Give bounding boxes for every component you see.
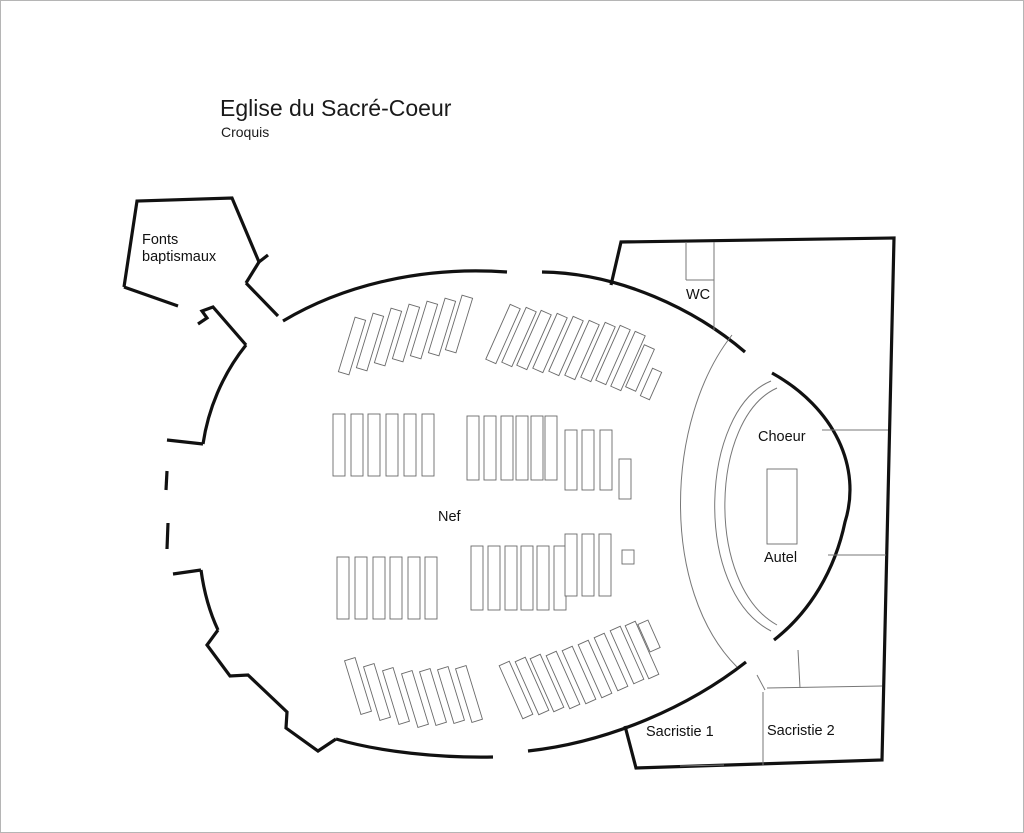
pew bbox=[407, 556, 421, 620]
pew bbox=[367, 413, 381, 477]
pew bbox=[530, 415, 544, 481]
annex-walls bbox=[609, 236, 896, 770]
pew bbox=[581, 533, 595, 597]
pew bbox=[337, 316, 367, 376]
pew bbox=[343, 657, 373, 715]
pew bbox=[500, 415, 514, 481]
pew bbox=[403, 413, 417, 477]
pew bbox=[618, 458, 632, 500]
pew bbox=[485, 303, 521, 365]
pew bbox=[454, 665, 484, 723]
pew bbox=[350, 413, 364, 477]
pew bbox=[514, 656, 550, 716]
plan-title: Eglise du Sacré-Coeur bbox=[220, 95, 452, 121]
pews bbox=[332, 294, 663, 728]
pew bbox=[332, 413, 346, 477]
plan-subtitle: Croquis bbox=[221, 124, 270, 140]
pew bbox=[561, 645, 597, 705]
label-choeur: Choeur bbox=[758, 429, 806, 445]
label-autel: Autel bbox=[764, 550, 797, 566]
pew bbox=[466, 415, 480, 481]
pew bbox=[487, 545, 501, 611]
pew bbox=[545, 650, 581, 710]
pew bbox=[610, 330, 646, 392]
pew bbox=[532, 312, 568, 374]
pew bbox=[564, 429, 578, 491]
pew bbox=[362, 663, 392, 721]
pew bbox=[520, 545, 534, 611]
pew bbox=[595, 324, 631, 386]
pew bbox=[516, 309, 552, 371]
pew bbox=[427, 297, 457, 357]
pew bbox=[336, 556, 350, 620]
pew bbox=[564, 533, 578, 597]
altar bbox=[766, 468, 798, 545]
pew bbox=[355, 312, 385, 372]
pew bbox=[624, 620, 660, 680]
pew bbox=[553, 545, 567, 611]
pew bbox=[409, 300, 439, 360]
label-sacristie-2: Sacristie 2 bbox=[767, 723, 835, 739]
pew bbox=[564, 319, 600, 381]
pew bbox=[536, 545, 550, 611]
choir-walls bbox=[680, 334, 852, 668]
pew bbox=[421, 413, 435, 477]
pew bbox=[580, 321, 616, 383]
pew bbox=[598, 533, 612, 597]
pew bbox=[400, 670, 430, 728]
pew bbox=[381, 667, 411, 725]
pew bbox=[515, 415, 529, 481]
pew bbox=[621, 549, 635, 565]
label-fonts-2: baptismaux bbox=[142, 249, 217, 265]
pew bbox=[389, 556, 403, 620]
pew bbox=[639, 367, 663, 401]
pew bbox=[501, 306, 537, 368]
baptistery-walls bbox=[122, 196, 280, 347]
pew bbox=[581, 429, 595, 491]
pew bbox=[637, 619, 661, 653]
pew bbox=[529, 653, 565, 713]
pew bbox=[483, 415, 497, 481]
pew bbox=[354, 556, 368, 620]
pew bbox=[599, 429, 613, 491]
pew bbox=[577, 639, 613, 699]
pew bbox=[436, 666, 466, 724]
pew bbox=[504, 545, 518, 611]
label-fonts-1: Fonts bbox=[142, 232, 178, 248]
pew bbox=[391, 303, 421, 363]
pew bbox=[418, 668, 448, 726]
pew bbox=[444, 294, 474, 354]
pew bbox=[609, 625, 645, 685]
pew bbox=[544, 415, 558, 481]
pew bbox=[385, 413, 399, 477]
label-nef: Nef bbox=[438, 509, 462, 525]
pew bbox=[424, 556, 438, 620]
pew bbox=[470, 545, 484, 611]
label-wc: WC bbox=[686, 287, 710, 303]
pew bbox=[548, 315, 584, 377]
pew bbox=[372, 556, 386, 620]
pew bbox=[625, 344, 655, 392]
pew bbox=[373, 307, 403, 367]
label-sacristie-1: Sacristie 1 bbox=[646, 724, 714, 740]
pew bbox=[593, 632, 629, 692]
nave-walls bbox=[164, 269, 747, 759]
pew bbox=[498, 660, 534, 720]
